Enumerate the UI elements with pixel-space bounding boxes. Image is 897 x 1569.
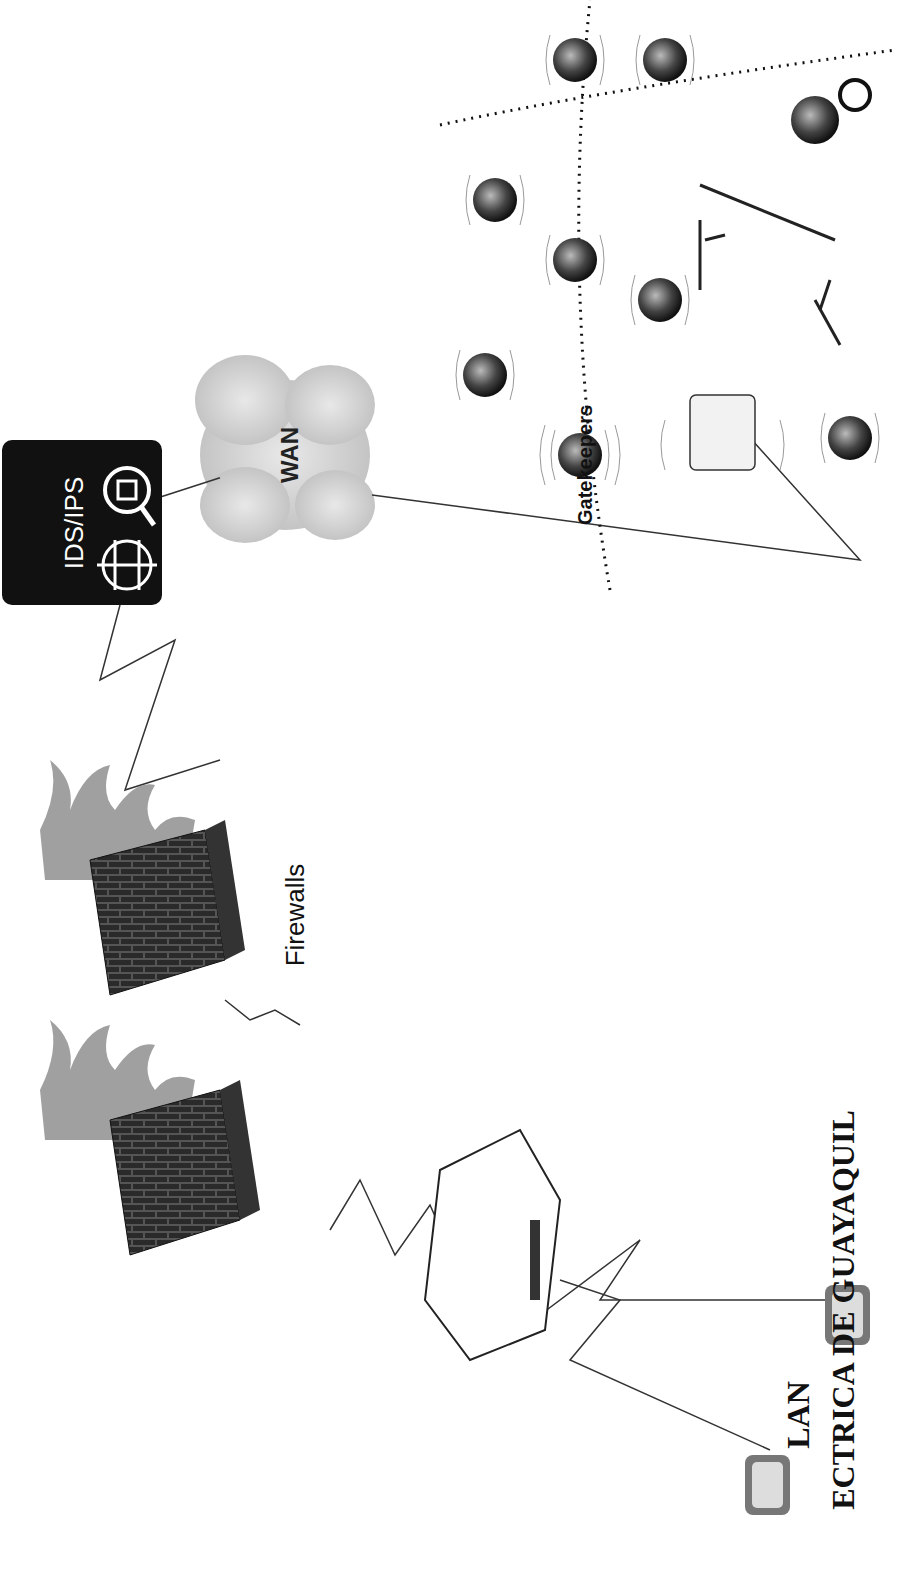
company-label: ECTRICA DE GUAYAQUIL [825, 1110, 862, 1510]
network-link [162, 478, 220, 497]
wan-cloud [195, 355, 375, 543]
ids-ips-box: IDS/IPS [2, 440, 162, 605]
gatekeeper-device [690, 395, 755, 470]
wan-label-node: WAN [220, 380, 360, 530]
lan-label: LAN [780, 1381, 817, 1449]
firewall-label: Firewalls [280, 864, 311, 967]
firewall-icon [40, 760, 260, 1255]
node-text: WAN [276, 427, 304, 483]
smart-meter [463, 38, 872, 477]
radio-waves [456, 35, 879, 485]
utility-pole [700, 185, 840, 345]
network-arc [440, 0, 895, 590]
router-icon [425, 1130, 560, 1360]
gatekeeper-label: Gatekeepers [574, 405, 597, 525]
node-text: IDS/IPS [59, 476, 90, 568]
